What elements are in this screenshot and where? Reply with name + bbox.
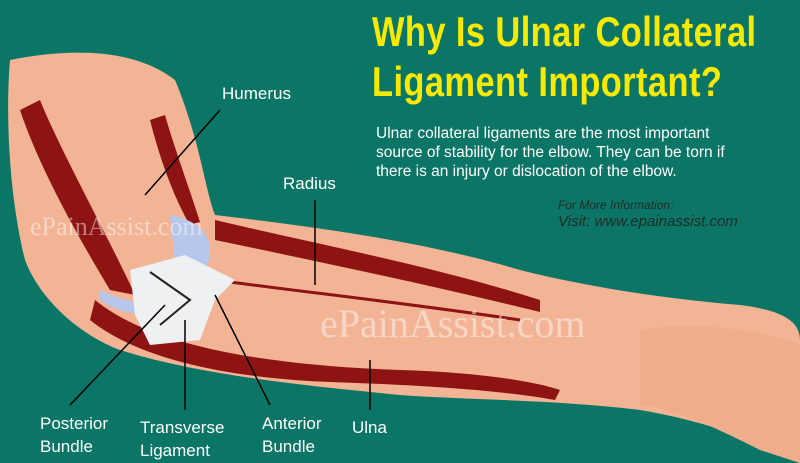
more-info-label: For More Information: [558,198,674,212]
ulna-bone [90,300,560,400]
leader-lines [69,109,371,410]
label-ulna: Ulna [352,418,387,437]
watermark: ePainAssist.com [30,212,203,241]
radius-bone [215,220,540,312]
ligament-outline [149,271,192,326]
label-radius: Radius [283,174,336,193]
forearm-line [229,280,521,322]
hand [640,325,800,463]
description: Ulnar collateral ligaments are the most … [376,125,725,180]
humerus-bone [20,100,135,295]
humerus-bone-2 [150,115,200,225]
label-posterior-bundle: Posterior Bundle [40,414,109,456]
title-line-2: Ligament Important? [372,58,723,105]
title-line-1: Why Is Ulnar Collateral [372,8,757,55]
more-info-url: Visit: www.epainassist.com [558,213,738,230]
label-anterior-bundle: Anterior Bundle [262,414,322,456]
label-humerus: Humerus [222,84,291,103]
label-transverse-ligament: Transverse Ligament [140,418,225,460]
watermark-large: ePainAssist.com [320,301,586,346]
